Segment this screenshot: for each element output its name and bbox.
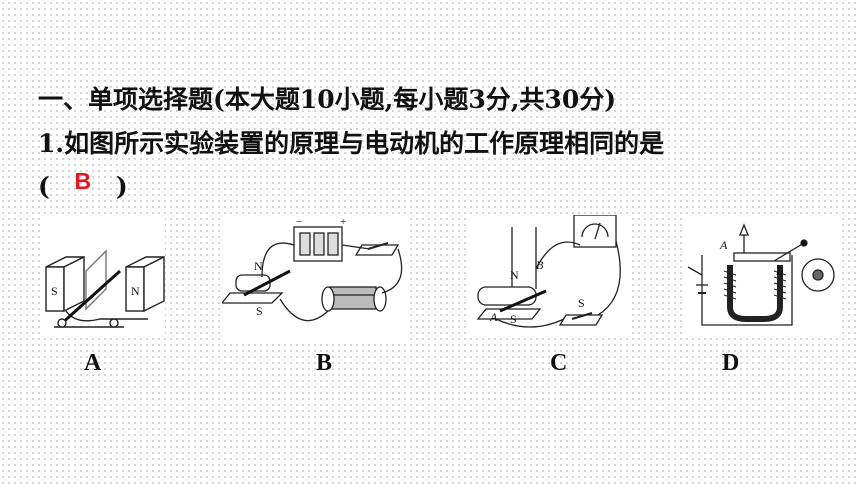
figure-d-diagram: A B — [684, 215, 839, 337]
figure-b-minus: − — [296, 216, 302, 228]
section-heading: 一、单项选择题(本大题10小题,每小题3分,共30分) — [38, 85, 617, 114]
answer-row: ( B) — [38, 168, 128, 201]
figure-d-point-b: B — [776, 264, 784, 278]
figure-c-pole-s: S — [510, 312, 517, 326]
figure-a-diagram: S N — [40, 215, 165, 335]
figure-a-pole-n: N — [131, 284, 140, 298]
figure-c-point-b: B — [536, 258, 544, 272]
figure-d-label: D — [722, 350, 740, 376]
figure-c-label: C — [550, 350, 568, 376]
figure-b-label: B — [316, 350, 333, 376]
figure-b-pole-s: S — [256, 304, 263, 318]
figure-b-pole-n: N — [254, 259, 263, 273]
figure-b-diagram: − + N S — [222, 215, 410, 340]
paren-close: ) — [115, 172, 128, 201]
question-text: 1.如图所示实验装置的原理与电动机的工作原理相同的是 — [38, 129, 665, 158]
figure-a-pole-s: S — [51, 284, 58, 298]
figure-c-switch-s: S — [578, 296, 585, 310]
answer-letter: B — [74, 168, 92, 194]
figure-a-label: A — [84, 350, 102, 376]
paren-open: ( — [38, 172, 50, 201]
figure-c-pole-n: N — [510, 268, 519, 282]
figure-c-point-a: A — [489, 310, 498, 324]
figure-b-plus: + — [340, 216, 346, 228]
figure-d-point-a: A — [719, 238, 728, 252]
figure-c-diagram: N B A S S — [470, 215, 630, 335]
